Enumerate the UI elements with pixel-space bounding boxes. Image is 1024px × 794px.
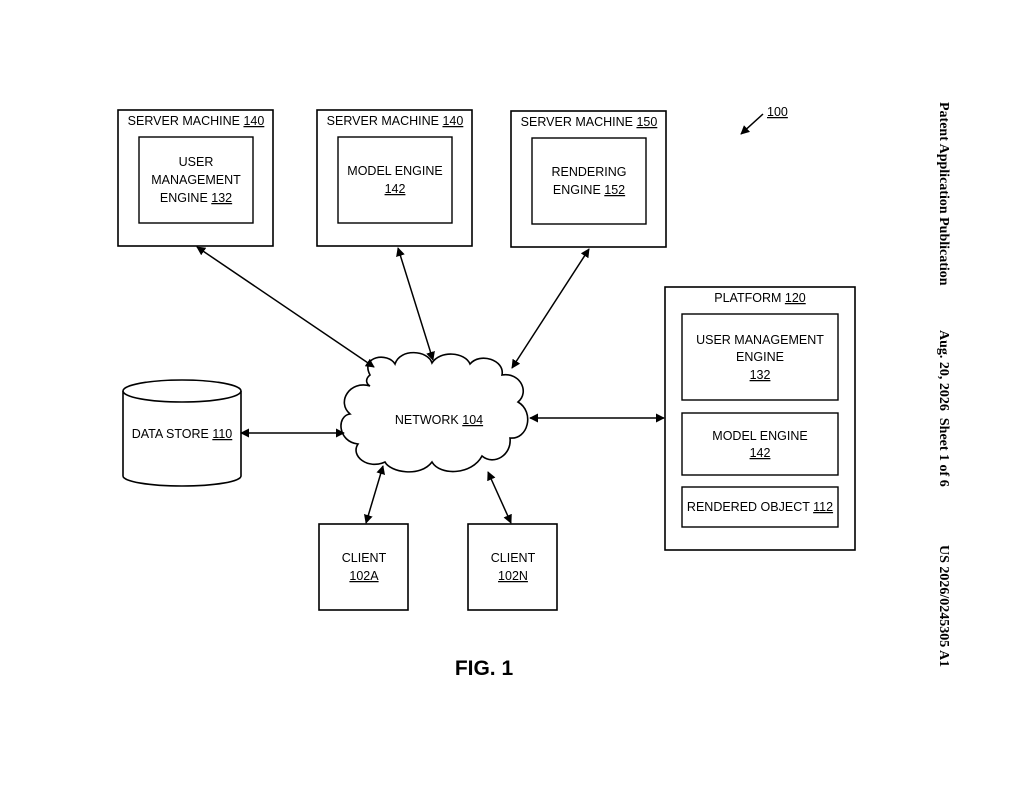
user-management-engine-a-line1: USER <box>179 155 214 169</box>
rendering-engine-c-line2: ENGINE 152 <box>553 183 625 197</box>
client-a-label: CLIENT <box>342 551 387 565</box>
model-engine-b-box <box>338 137 452 223</box>
network-cloud: NETWORK 104 <box>341 353 528 472</box>
client-n-box <box>468 524 557 610</box>
system-reference-number: 100 <box>767 105 788 119</box>
platform-model-engine-ref: 142 <box>750 446 771 460</box>
client-n: CLIENT 102N <box>468 524 557 610</box>
user-management-engine-a-line3: ENGINE 132 <box>160 191 232 205</box>
platform-user-management-ref: 132 <box>750 368 771 382</box>
data-store-label: DATA STORE 110 <box>132 427 233 441</box>
server-machine-a: SERVER MACHINE 140 USER MANAGEMENT ENGIN… <box>118 110 273 246</box>
publication-title: Patent Application Publication <box>936 102 951 286</box>
connector-server-c-network <box>512 249 589 368</box>
client-a: CLIENT 102A <box>319 524 408 610</box>
model-engine-b-label: MODEL ENGINE <box>347 164 442 178</box>
platform-user-management-line2: ENGINE <box>736 350 784 364</box>
client-n-ref: 102N <box>498 569 528 583</box>
platform: PLATFORM 120 USER MANAGEMENT ENGINE 132 … <box>665 287 855 550</box>
platform-rendered-object-label: RENDERED OBJECT 112 <box>687 500 833 514</box>
publication-date-sheet: Aug. 20, 2026 Sheet 1 of 6 <box>936 330 951 487</box>
client-a-ref: 102A <box>349 569 379 583</box>
patent-header: Patent Application Publication Aug. 20, … <box>936 102 951 667</box>
data-store: DATA STORE 110 <box>123 380 241 486</box>
patent-number: US 2026/0245305 A1 <box>936 545 951 667</box>
connector-server-b-network <box>398 248 433 360</box>
platform-model-engine-box <box>682 413 838 475</box>
data-store-cylinder-top <box>123 380 241 402</box>
figure-caption: FIG. 1 <box>455 657 514 680</box>
rendering-engine-c-box <box>532 138 646 224</box>
client-a-box <box>319 524 408 610</box>
server-machine-a-title: SERVER MACHINE 140 <box>128 114 265 128</box>
model-engine-b-ref: 142 <box>385 182 406 196</box>
system-reference: 100 <box>741 105 788 134</box>
network-label: NETWORK 104 <box>395 413 483 427</box>
platform-model-engine-label: MODEL ENGINE <box>712 429 807 443</box>
platform-user-management-line1: USER MANAGEMENT <box>696 333 824 347</box>
platform-title: PLATFORM 120 <box>714 291 806 305</box>
server-machine-c: SERVER MACHINE 150 RENDERING ENGINE 152 <box>511 111 666 247</box>
user-management-engine-a-line2: MANAGEMENT <box>151 173 241 187</box>
server-machine-b-title: SERVER MACHINE 140 <box>327 114 464 128</box>
connector-network-client-n <box>488 472 511 523</box>
server-machine-b: SERVER MACHINE 140 MODEL ENGINE 142 <box>317 110 472 246</box>
rendering-engine-c-line1: RENDERING <box>551 165 626 179</box>
connector-server-a-network <box>197 247 374 367</box>
server-machine-c-title: SERVER MACHINE 150 <box>521 115 658 129</box>
connector-network-client-a <box>366 466 383 523</box>
system-reference-arrow <box>741 114 763 134</box>
client-n-label: CLIENT <box>491 551 536 565</box>
